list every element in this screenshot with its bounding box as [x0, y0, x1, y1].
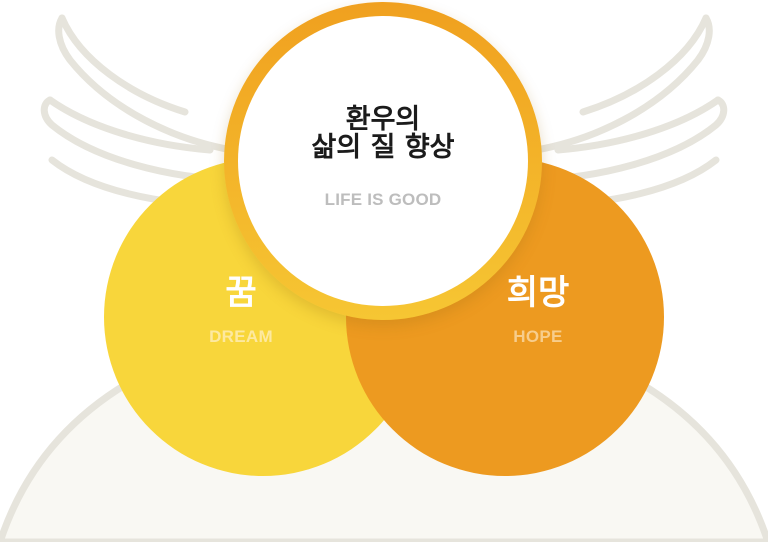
center-title-line1: 환우의: [345, 104, 421, 135]
dream-subtitle: DREAM: [209, 327, 273, 346]
hope-subtitle: HOPE: [513, 327, 563, 346]
center-subtitle: LIFE IS GOOD: [324, 190, 442, 209]
dream-title: 꿈: [225, 273, 257, 313]
center-title-line2: 삶의 질 향상: [311, 132, 455, 163]
center-circle-inner: 환우의 삶의 질 향상 LIFE IS GOOD: [238, 16, 528, 306]
center-circle: 환우의 삶의 질 향상 LIFE IS GOOD: [224, 2, 542, 320]
left-wing-icon: [40, 14, 239, 209]
hope-title: 희망: [506, 273, 570, 313]
